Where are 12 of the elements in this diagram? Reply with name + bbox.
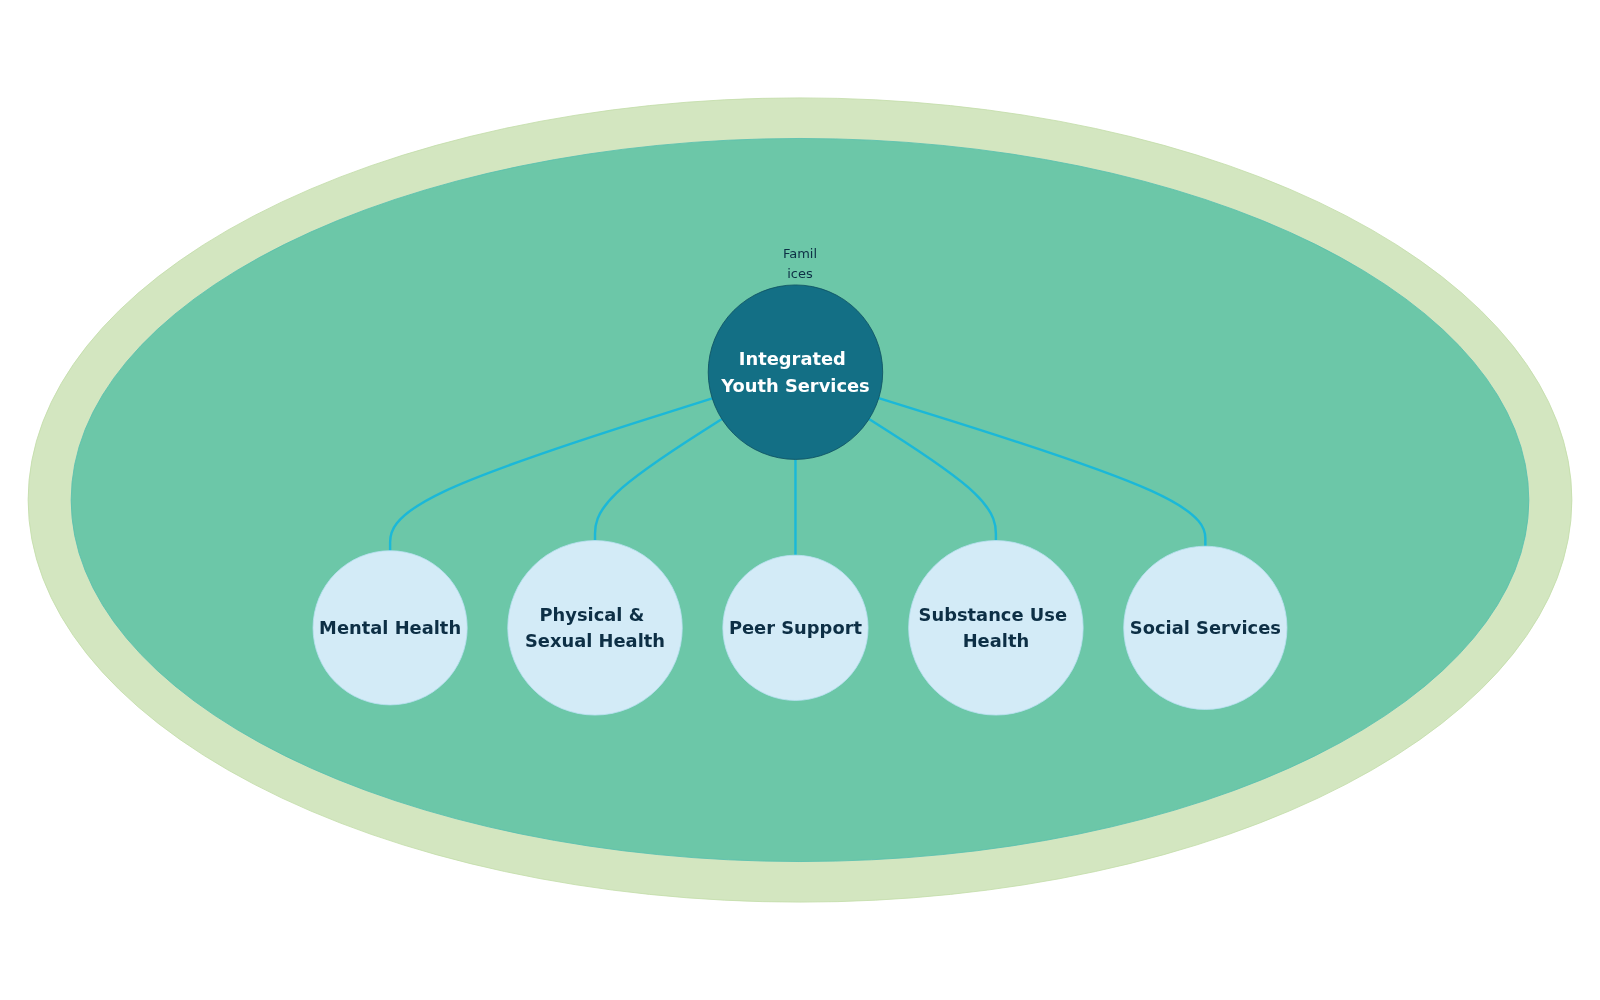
connector [593, 418, 723, 541]
connector [388, 397, 713, 551]
node-circle: Integrated Youth Services [707, 284, 884, 460]
cluster [27, 97, 1573, 903]
node-circle: Substance Use Health [908, 540, 1084, 716]
node-circle: Mental Health [312, 550, 468, 706]
node-circle: Social Services [1123, 545, 1288, 710]
node-circle: Peer Support [722, 554, 869, 701]
connector [868, 418, 998, 541]
connector [794, 459, 797, 556]
connector [878, 397, 1207, 547]
node-circle: Physical & Sexual Health [507, 540, 683, 716]
